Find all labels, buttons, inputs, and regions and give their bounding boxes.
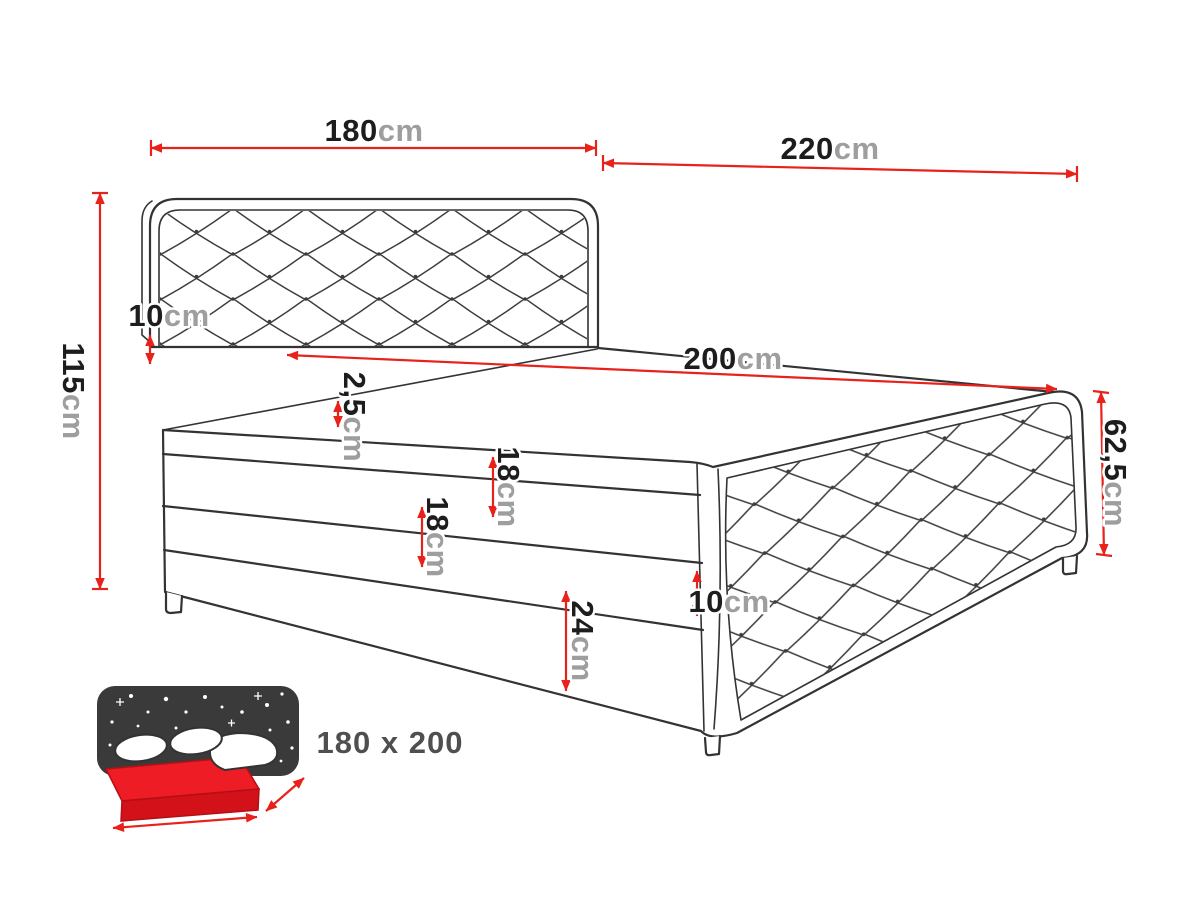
bed-foot-left bbox=[164, 590, 184, 615]
bed-foot-post bbox=[703, 734, 722, 757]
headboard bbox=[141, 197, 600, 349]
dim-total-length-line bbox=[602, 158, 1078, 179]
label-foot-height: 62,5cm bbox=[1098, 419, 1133, 527]
label-sleeping-length: 200cm bbox=[683, 341, 782, 376]
icon-length-arrow bbox=[265, 777, 305, 812]
label-topper: 2,5cm bbox=[337, 372, 372, 462]
dimension-labels: 180cm 220cm 115cm 10cm 200cm 2,5cm 18cm … bbox=[54, 111, 1136, 685]
mattress-top-head-seam bbox=[162, 348, 598, 431]
label-height: 115cm bbox=[56, 342, 91, 439]
label-foot-depth: 10cm bbox=[688, 584, 769, 619]
size-icon bbox=[97, 686, 305, 832]
layer-line-mattress bbox=[161, 504, 704, 565]
dim-foot-height-endbar-bottom bbox=[1095, 552, 1113, 558]
bed-drawing bbox=[141, 197, 1089, 757]
dim-foot-height-line bbox=[1096, 391, 1109, 556]
icon-duvet bbox=[208, 731, 279, 772]
dimension-lines bbox=[92, 140, 1113, 692]
size-badge: 180 x 200 bbox=[317, 725, 464, 760]
stars bbox=[108, 692, 294, 763]
headboard-tufting bbox=[160, 211, 587, 346]
icon-width-arrow bbox=[112, 813, 258, 832]
dim-sleep-length-line bbox=[286, 350, 1058, 394]
headboard-inner-seam bbox=[158, 209, 589, 348]
layer-line-topper bbox=[161, 452, 702, 497]
label-mattress: 18cm bbox=[491, 446, 526, 527]
bed-foot-right bbox=[1061, 554, 1079, 576]
label-headboard-depth: 10cm bbox=[128, 298, 209, 333]
label-base-box: 24cm bbox=[565, 600, 600, 681]
label-total-length: 220cm bbox=[780, 131, 879, 166]
dim-foot-height-endbar-top bbox=[1092, 389, 1110, 395]
label-width-top: 180cm bbox=[324, 113, 423, 148]
foot-panel-tufting bbox=[725, 402, 1077, 720]
layer-line-box bbox=[162, 548, 705, 632]
headboard-side-edge bbox=[141, 200, 153, 343]
label-upper-box: 18cm bbox=[420, 496, 455, 577]
corner-post-seam-2 bbox=[713, 468, 722, 730]
icon-pillow-2 bbox=[169, 726, 223, 756]
icon-pillow-1 bbox=[114, 733, 168, 763]
